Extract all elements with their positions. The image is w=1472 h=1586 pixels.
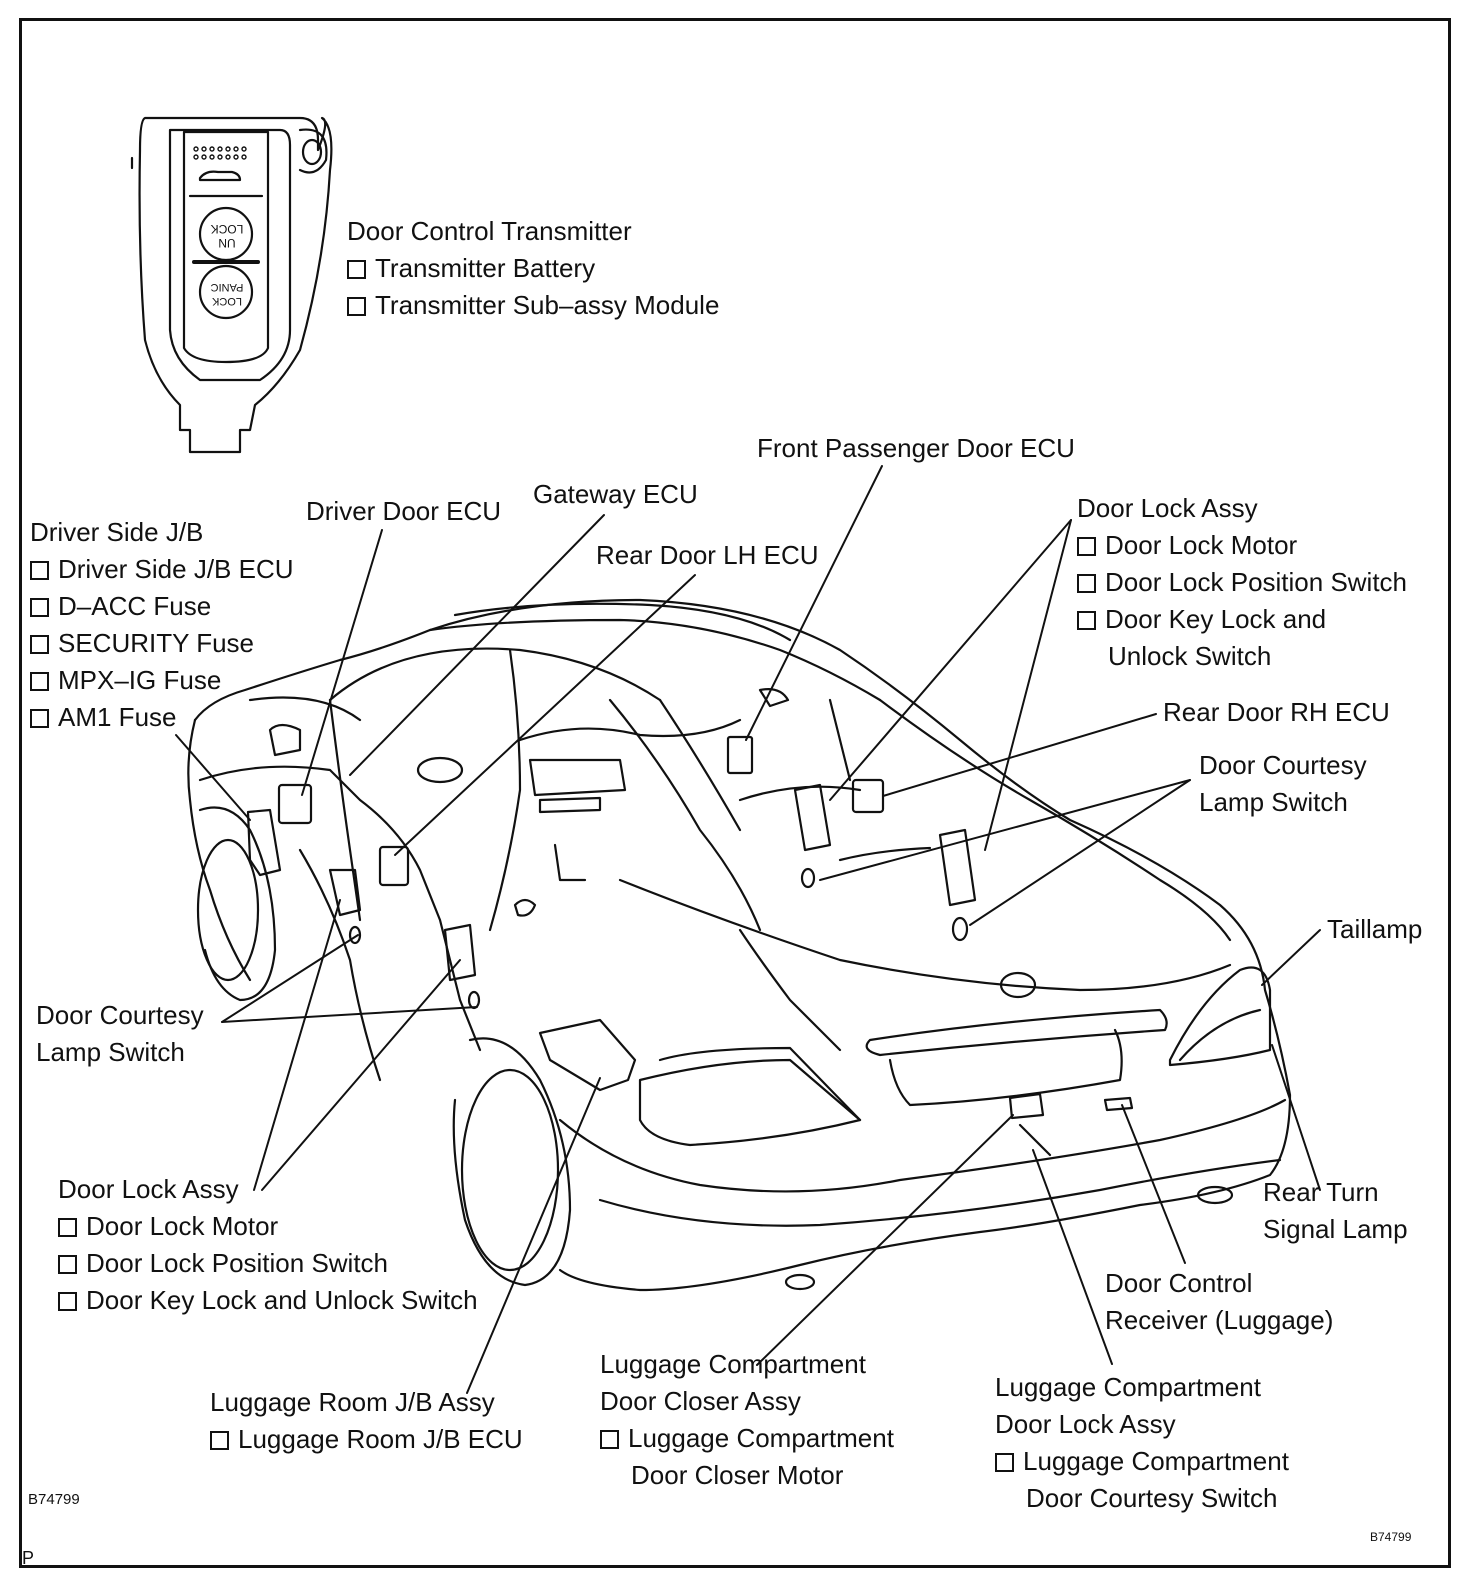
door-courtesy-right-label: Door Courtesy Lamp Switch: [1199, 747, 1367, 821]
receiver-line: Receiver (Luggage): [1105, 1305, 1334, 1335]
leader-lines: [175, 465, 1321, 1394]
unlock-button-label: UN LOCK: [205, 220, 249, 250]
checkbox-icon: [995, 1453, 1014, 1472]
checkbox-icon: [347, 297, 366, 316]
driver-jb-title: Driver Side J/B: [30, 517, 204, 547]
door-lock-item-continuation: Unlock Switch: [1108, 641, 1272, 671]
panic-line-2: PANIC: [210, 281, 244, 293]
checkbox-icon: [1077, 537, 1096, 556]
door-lock-assy-right-label: Door Lock Assy Door Lock Motor Door Lock…: [1077, 490, 1407, 675]
luggage-closer-title: Door Closer Assy: [600, 1386, 801, 1416]
page-mark: P: [22, 1548, 35, 1568]
checkbox-icon: [600, 1430, 619, 1449]
door-courtesy-line: Lamp Switch: [36, 1037, 185, 1067]
door-lock-assy-title: Door Lock Assy: [1077, 493, 1258, 523]
transmitter-item: Transmitter Battery: [375, 253, 596, 283]
receiver-line: Door Control: [1105, 1268, 1253, 1298]
transmitter-fob: [130, 116, 333, 454]
luggage-jb-item: Luggage Room J/B ECU: [238, 1424, 523, 1454]
luggage-lock-label: Luggage Compartment Door Lock Assy Lugga…: [995, 1369, 1289, 1517]
luggage-closer-label: Luggage Compartment Door Closer Assy Lug…: [600, 1346, 894, 1494]
checkbox-icon: [30, 635, 49, 654]
luggage-closer-item: Luggage Compartment: [628, 1423, 894, 1453]
luggage-lock-title: Luggage Compartment: [995, 1372, 1261, 1402]
unlock-line-2: LOCK: [210, 222, 244, 236]
components: [246, 735, 1134, 1157]
checkbox-icon: [58, 1292, 77, 1311]
gateway-ecu-label: Gateway ECU: [533, 479, 698, 509]
panic-button-label: LOCK PANIC: [205, 278, 249, 308]
door-courtesy-line: Door Courtesy: [36, 1000, 204, 1030]
driver-door-ecu-label: Driver Door ECU: [306, 496, 502, 526]
rear-door-rh-ecu-label: Rear Door RH ECU: [1163, 697, 1390, 727]
car-body: [187, 598, 1292, 1292]
corner-code: B74799: [1370, 1530, 1412, 1544]
checkbox-icon: [30, 598, 49, 617]
driver-jb-item: D–ACC Fuse: [58, 591, 212, 621]
door-lock-item: Door Lock Position Switch: [1105, 567, 1408, 597]
checkbox-icon: [347, 260, 366, 279]
driver-jb-item: AM1 Fuse: [58, 702, 177, 732]
checkbox-icon: [30, 672, 49, 691]
checkbox-icon: [30, 561, 49, 580]
door-lock-assy-left-label: Door Lock Assy Door Lock Motor Door Lock…: [58, 1171, 478, 1319]
rear-door-lh-ecu-label: Rear Door LH ECU: [596, 540, 819, 570]
checkbox-icon: [210, 1431, 229, 1450]
door-lock-item: Door Key Lock and Unlock Switch: [86, 1285, 478, 1315]
diagram-frame: [19, 18, 1451, 1568]
door-courtesy-line: Door Courtesy: [1199, 750, 1367, 780]
luggage-lock-title: Door Lock Assy: [995, 1409, 1176, 1439]
unlock-line-1: UN: [218, 236, 236, 250]
driver-jb-item: SECURITY Fuse: [58, 628, 255, 658]
door-lock-item: Door Lock Motor: [1105, 530, 1298, 560]
taillamp-label: Taillamp: [1327, 914, 1423, 944]
checkbox-icon: [30, 709, 49, 728]
transmitter-title: Door Control Transmitter: [347, 216, 632, 246]
luggage-closer-item-continuation: Door Closer Motor: [631, 1460, 844, 1490]
rear-turn-line: Signal Lamp: [1263, 1214, 1408, 1244]
panic-line-1: LOCK: [212, 295, 242, 307]
transmitter-label: Door Control Transmitter Transmitter Bat…: [347, 213, 719, 324]
luggage-closer-title: Luggage Compartment: [600, 1349, 866, 1379]
door-control-receiver-label: Door Control Receiver (Luggage): [1105, 1265, 1333, 1339]
door-lock-item: Door Key Lock and: [1105, 604, 1327, 634]
door-lock-item: Door Lock Motor: [86, 1211, 279, 1241]
driver-jb-item: Driver Side J/B ECU: [58, 554, 294, 584]
luggage-jb-label: Luggage Room J/B Assy Luggage Room J/B E…: [210, 1384, 523, 1458]
driver-jb-label: Driver Side J/B Driver Side J/B ECU D–AC…: [30, 514, 294, 736]
front-passenger-door-ecu-label: Front Passenger Door ECU: [757, 433, 1075, 463]
checkbox-icon: [1077, 574, 1096, 593]
luggage-lock-item: Luggage Compartment: [1023, 1446, 1289, 1476]
checkbox-icon: [58, 1255, 77, 1274]
driver-jb-item: MPX–IG Fuse: [58, 665, 222, 695]
door-courtesy-left-label: Door Courtesy Lamp Switch: [36, 997, 204, 1071]
checkbox-icon: [1077, 611, 1096, 630]
rear-turn-signal-label: Rear Turn Signal Lamp: [1263, 1174, 1408, 1248]
luggage-lock-item-continuation: Door Courtesy Switch: [1026, 1483, 1278, 1513]
door-lock-assy-title: Door Lock Assy: [58, 1174, 239, 1204]
luggage-jb-title: Luggage Room J/B Assy: [210, 1387, 495, 1417]
door-courtesy-line: Lamp Switch: [1199, 787, 1348, 817]
transmitter-item: Transmitter Sub–assy Module: [375, 290, 720, 320]
figure-code: B74799: [28, 1491, 80, 1508]
door-lock-item: Door Lock Position Switch: [86, 1248, 389, 1278]
rear-turn-line: Rear Turn: [1263, 1177, 1379, 1207]
checkbox-icon: [58, 1218, 77, 1237]
